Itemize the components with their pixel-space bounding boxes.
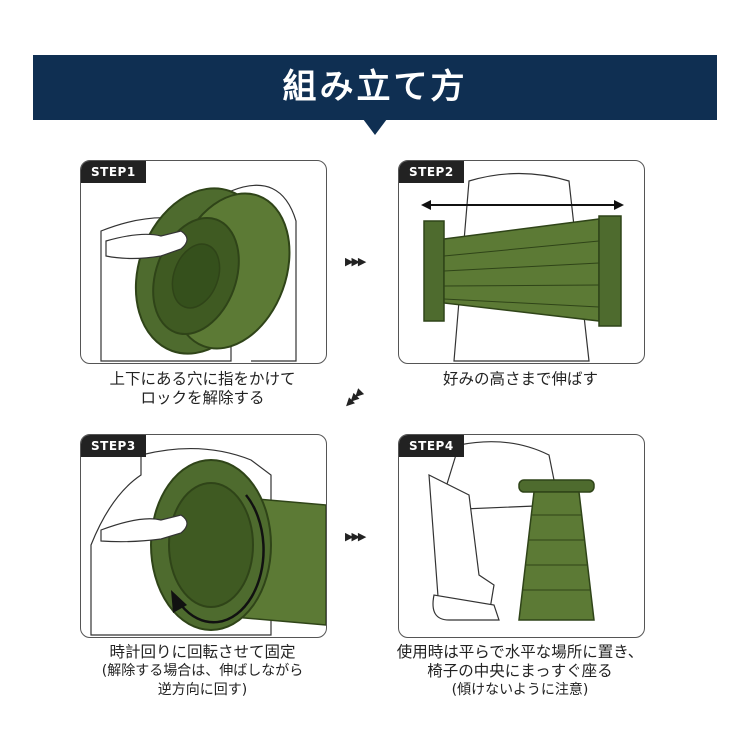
step1-tag: STEP1: [81, 161, 146, 183]
step3-caption-line1: 時計回りに回転させて固定: [109, 643, 296, 661]
step4-caption: 使用時は平らで水平な場所に置き、 椅子の中央にまっすぐ座る (傾けないように注意…: [370, 643, 670, 700]
step1-caption-line1: 上下にある穴に指をかけて: [109, 370, 296, 388]
banner-pointer: [363, 119, 387, 135]
page-title: 組み立て方: [282, 67, 468, 107]
step1-panel: STEP1: [80, 160, 327, 364]
step4-tag: STEP4: [399, 435, 464, 457]
arrow-step1-to-step2: ▶▶▶: [345, 255, 366, 268]
step2-tag: STEP2: [399, 161, 464, 183]
step3-caption: 時計回りに回転させて固定 (解除する場合は、伸ばしながら 逆方向に回す): [60, 643, 345, 700]
step1-illustration: [100, 184, 297, 362]
step2-panel: STEP2: [398, 160, 645, 364]
step4-caption-line2: 椅子の中央にまっすぐ座る: [427, 662, 613, 680]
step3-caption-line3: 逆方向に回す): [157, 682, 248, 698]
step1-caption: 上下にある穴に指をかけて ロックを解除する: [60, 370, 345, 408]
step2-caption-line1: 好みの高さまで伸ばす: [442, 370, 598, 388]
step4-caption-line1: 使用時は平らで水平な場所に置き、: [396, 643, 644, 661]
step1-caption-line2: ロックを解除する: [140, 389, 265, 407]
arrow-step2-to-step3: ▶▶▶: [343, 387, 367, 410]
step4-caption-line3: (傾けないように注意): [451, 682, 589, 698]
step2-caption: 好みの高さまで伸ばす: [378, 370, 663, 389]
title-banner: 組み立て方: [33, 55, 717, 120]
step3-panel: STEP3: [80, 434, 327, 638]
step3-tag: STEP3: [81, 435, 146, 457]
arrow-step3-to-step4: ▶▶▶: [345, 530, 366, 543]
step4-panel: STEP4: [398, 434, 645, 638]
step3-caption-line2: (解除する場合は、伸ばしながら: [101, 663, 304, 679]
step4-illustration: [428, 441, 595, 621]
step2-illustration: [421, 172, 624, 362]
step3-illustration: [90, 447, 326, 636]
